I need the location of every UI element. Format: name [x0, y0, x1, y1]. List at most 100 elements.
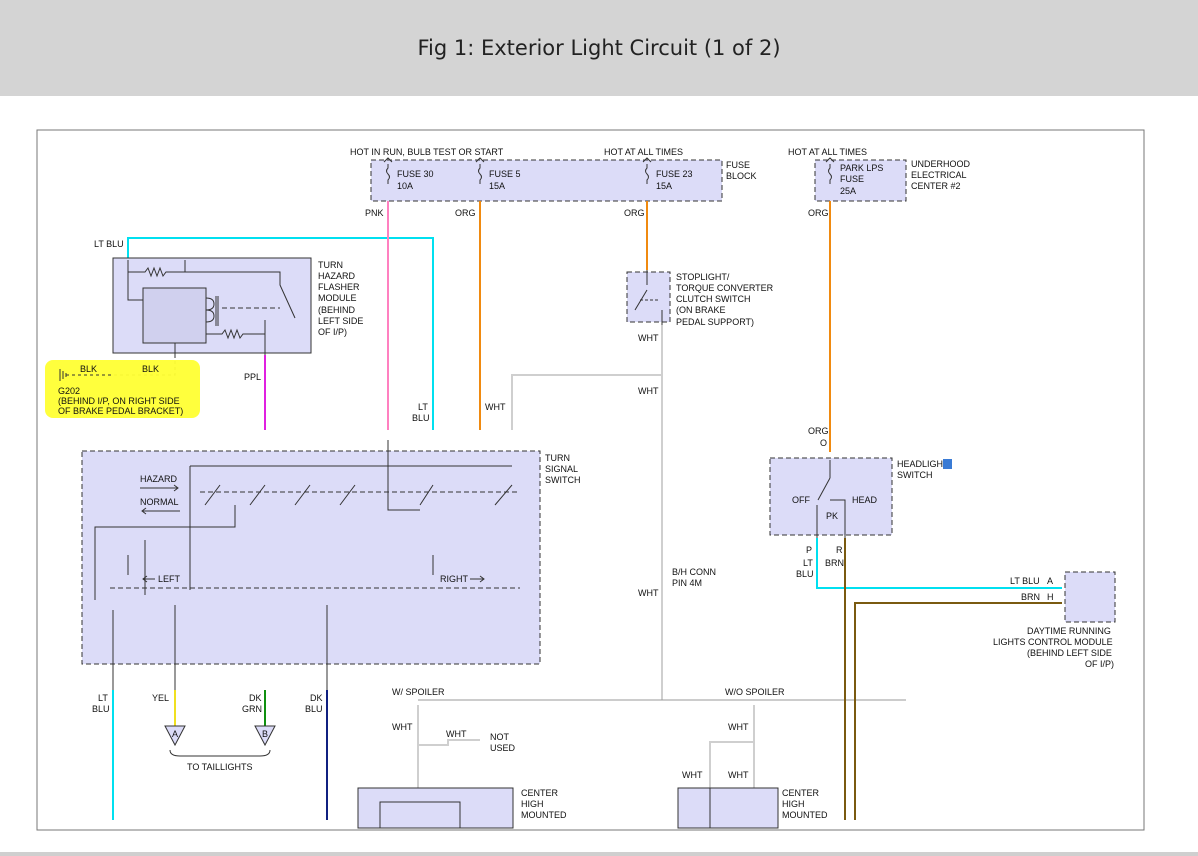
connector-b-label: B	[262, 729, 268, 739]
fuse-symbols	[383, 157, 835, 184]
fuse-block-label-2: BLOCK	[726, 171, 757, 181]
bottom-label-dk-1: DK	[249, 693, 262, 703]
turn-switch-internals	[94, 440, 520, 690]
wire-label-ppl: PPL	[244, 372, 261, 382]
fuse5-label: FUSE 5	[489, 169, 521, 179]
flasher-label-4: MODULE	[318, 293, 357, 303]
bottom-label-blu: BLU	[92, 704, 110, 714]
drl-label-4: OF I/P)	[1085, 659, 1114, 669]
bottom-divider	[0, 852, 1198, 856]
taillights-bracket	[169, 749, 271, 757]
pin-label-r: R	[836, 545, 843, 555]
left-position-label: LEFT	[158, 574, 181, 584]
bottom-label-grn: GRN	[242, 704, 262, 714]
wire-label-ltblu-top: LT BLU	[94, 239, 124, 249]
headlight-off-label: OFF	[792, 495, 810, 505]
wire-label-wht-d: WHT	[638, 588, 659, 598]
g202-desc-2: OF BRAKE PEDAL BRACKET)	[58, 406, 183, 416]
connector-a	[164, 725, 186, 747]
blk-label-1: BLK	[80, 364, 97, 374]
wire-label-lt: LT	[418, 402, 428, 412]
not-used-label-2: USED	[490, 743, 516, 753]
wire-label-pnk: PNK	[365, 208, 384, 218]
wire-label-wht-a: WHT	[638, 333, 659, 343]
wire-label-lt-2: LT	[803, 558, 813, 568]
drl-label-2: LIGHTS CONTROL MODULE	[993, 637, 1113, 647]
stoplight-switch	[626, 271, 671, 323]
chmsl-left-label-3: MOUNTED	[521, 810, 567, 820]
bh-conn-label-2: PIN 4M	[672, 578, 702, 588]
wire-label-wht-f: WHT	[446, 729, 467, 739]
uec-label-3: CENTER #2	[911, 181, 961, 191]
bottom-label-lt: LT	[98, 693, 108, 703]
chmsl-left-wire	[379, 801, 461, 828]
park-fuse-label: PARK LPS	[840, 163, 883, 173]
wire-ltblu-drl	[816, 538, 1062, 589]
wire-label-wht-g: WHT	[728, 722, 749, 732]
turn-signal-switch	[81, 450, 541, 665]
chmsl-right-label-1: CENTER	[782, 788, 820, 798]
wire-brn-2	[854, 602, 1062, 820]
flasher-label-2: HAZARD	[318, 271, 356, 281]
headlight-switch-label-1: HEADLIGHT	[897, 459, 949, 469]
wire-label-wht-c: WHT	[485, 402, 506, 412]
uec-label-1: UNDERHOOD	[911, 159, 971, 169]
wire-label-brn: BRN	[825, 558, 844, 568]
fuse30-label: FUSE 30	[397, 169, 434, 179]
wire-label-blu-2: BLU	[796, 569, 814, 579]
drl-label-1: DAYTIME RUNNING	[1027, 626, 1111, 636]
wire-label-org-2: ORG	[624, 208, 645, 218]
park-fuse-rating: 25A	[840, 186, 856, 196]
wire-label-blu: BLU	[412, 413, 430, 423]
ground-icon	[59, 369, 112, 381]
fuse-block	[370, 159, 723, 202]
hazard-position-label: HAZARD	[140, 474, 178, 484]
stoplight-contacts	[634, 270, 663, 325]
diagram-frame	[36, 129, 1145, 831]
wire-label-org-1: ORG	[455, 208, 476, 218]
drl-pin-a: A	[1047, 576, 1053, 586]
wire-label-wht-b: WHT	[638, 386, 659, 396]
without-spoiler-label: W/O SPOILER	[725, 687, 785, 697]
chmsl-right-label-3: MOUNTED	[782, 810, 828, 820]
bottom-label-blu-2: BLU	[305, 704, 323, 714]
label-hot-all-1: HOT AT ALL TIMES	[604, 147, 683, 157]
g202-highlight	[45, 360, 200, 418]
uec-label-2: ELECTRICAL	[911, 170, 967, 180]
normal-position-label: NORMAL	[140, 497, 179, 507]
turn-switch-label-1: TURN	[545, 453, 570, 463]
wire-wht	[417, 325, 906, 790]
chmsl-left-label-2: HIGH	[521, 799, 544, 809]
left-arrow-icon	[142, 575, 155, 583]
g202-label: G202	[58, 386, 80, 396]
headlight-internals	[816, 460, 846, 538]
fuse30-rating: 10A	[397, 181, 413, 191]
text-cursor-highlight	[943, 459, 952, 469]
drl-wire-label-ltblu: LT BLU	[1010, 576, 1040, 586]
bottom-label-dk-2: DK	[310, 693, 323, 703]
right-arrow-icon	[470, 575, 485, 583]
flasher-label-1: TURN	[318, 260, 343, 270]
drl-pin-h: H	[1047, 592, 1054, 602]
headlight-head-label: HEAD	[852, 495, 878, 505]
chmsl-right-label-2: HIGH	[782, 799, 805, 809]
stoplight-label-5: PEDAL SUPPORT)	[676, 317, 754, 327]
wire-label-wht-e: WHT	[392, 722, 413, 732]
wire-label-org-4: ORG	[808, 426, 829, 436]
chmsl-left-label-1: CENTER	[521, 788, 559, 798]
fuse-block-label-1: FUSE	[726, 160, 750, 170]
headlight-switch	[769, 457, 893, 536]
park-fuse-label-2: FUSE	[840, 174, 864, 184]
figure-header: Fig 1: Exterior Light Circuit (1 of 2)	[0, 0, 1198, 96]
normal-arrow-icon	[141, 507, 180, 515]
not-used-label-1: NOT	[490, 732, 510, 742]
flasher-label-6: LEFT SIDE	[318, 316, 363, 326]
label-hot-all-2: HOT AT ALL TIMES	[788, 147, 867, 157]
fuse5-rating: 15A	[489, 181, 505, 191]
turn-switch-label-3: SWITCH	[545, 475, 581, 485]
blk-label-2: BLK	[142, 364, 159, 374]
stoplight-label-2: TORQUE CONVERTER	[676, 283, 774, 293]
figure-title: Fig 1: Exterior Light Circuit (1 of 2)	[417, 36, 781, 60]
turn-switch-label-2: SIGNAL	[545, 464, 578, 474]
